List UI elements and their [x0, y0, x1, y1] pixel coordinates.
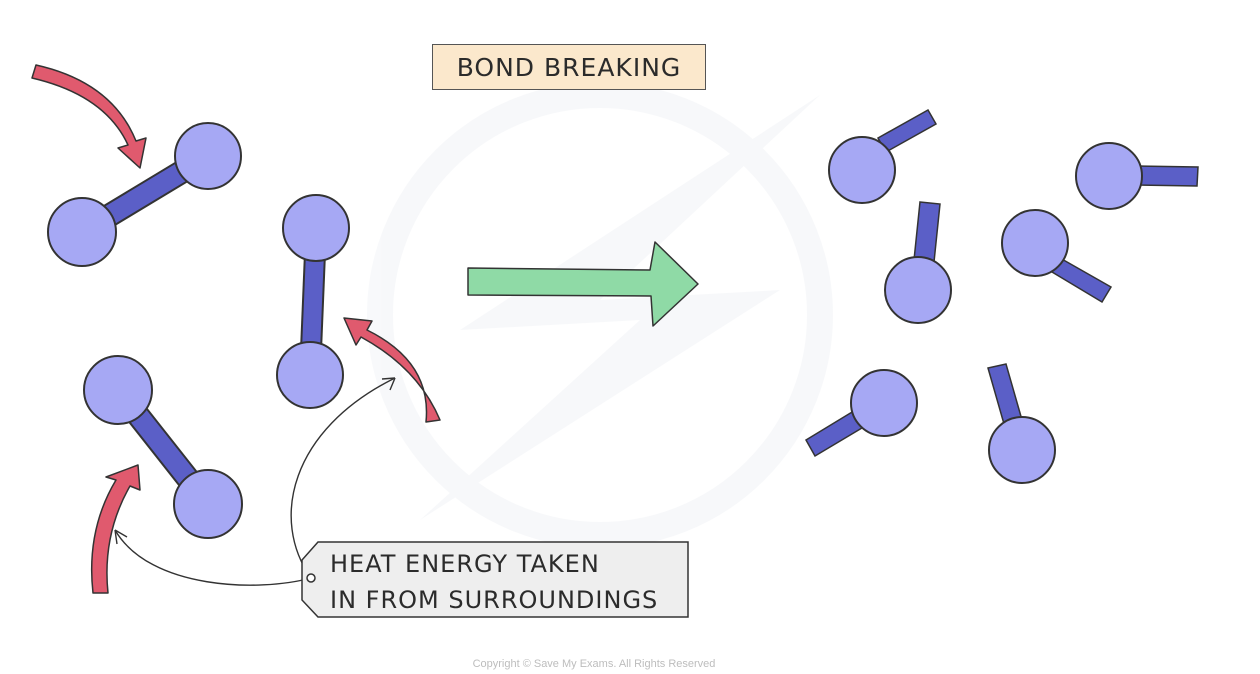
tag-shape [301, 541, 689, 618]
tag-line-1: HEAT ENERGY TAKEN [330, 550, 600, 578]
molecule-center-vertical [276, 194, 350, 409]
heat-arrow-right [343, 317, 441, 423]
heat-energy-tag: HEAT ENERGY TAKEN IN FROM SURROUNDINGS [300, 542, 688, 617]
heat-arrow-top [31, 64, 147, 169]
pointer-lines [114, 377, 396, 586]
broken-atom-2 [1075, 142, 1199, 210]
tag-line-2: IN FROM SURROUNDINGS [330, 586, 659, 614]
atom [282, 194, 350, 262]
atom [83, 355, 153, 425]
atom [850, 369, 918, 437]
atom [173, 469, 243, 539]
atom [828, 136, 896, 204]
heat-arrow-bottom-left [90, 464, 141, 594]
broken-atom-1 [828, 108, 938, 204]
atom [988, 416, 1056, 484]
title-text: BOND BREAKING [456, 52, 682, 82]
atom [884, 256, 952, 324]
atom [1001, 209, 1069, 277]
reaction-arrow [467, 241, 699, 327]
molecule-top-left [47, 122, 242, 267]
broken-atom-4 [1001, 209, 1113, 304]
atom [1075, 142, 1143, 210]
broken-atom-5 [804, 369, 918, 458]
broken-atom-6 [987, 363, 1056, 484]
broken-atom-3 [884, 201, 952, 324]
atom [47, 197, 117, 267]
copyright-notice: Copyright © Save My Exams. All Rights Re… [472, 658, 716, 670]
atom [174, 122, 242, 190]
atom [276, 341, 344, 409]
tag-hole [306, 573, 316, 583]
title-label: BOND BREAKING [432, 44, 706, 90]
molecule-bottom-left [83, 355, 243, 539]
watermark-logo [367, 82, 833, 548]
